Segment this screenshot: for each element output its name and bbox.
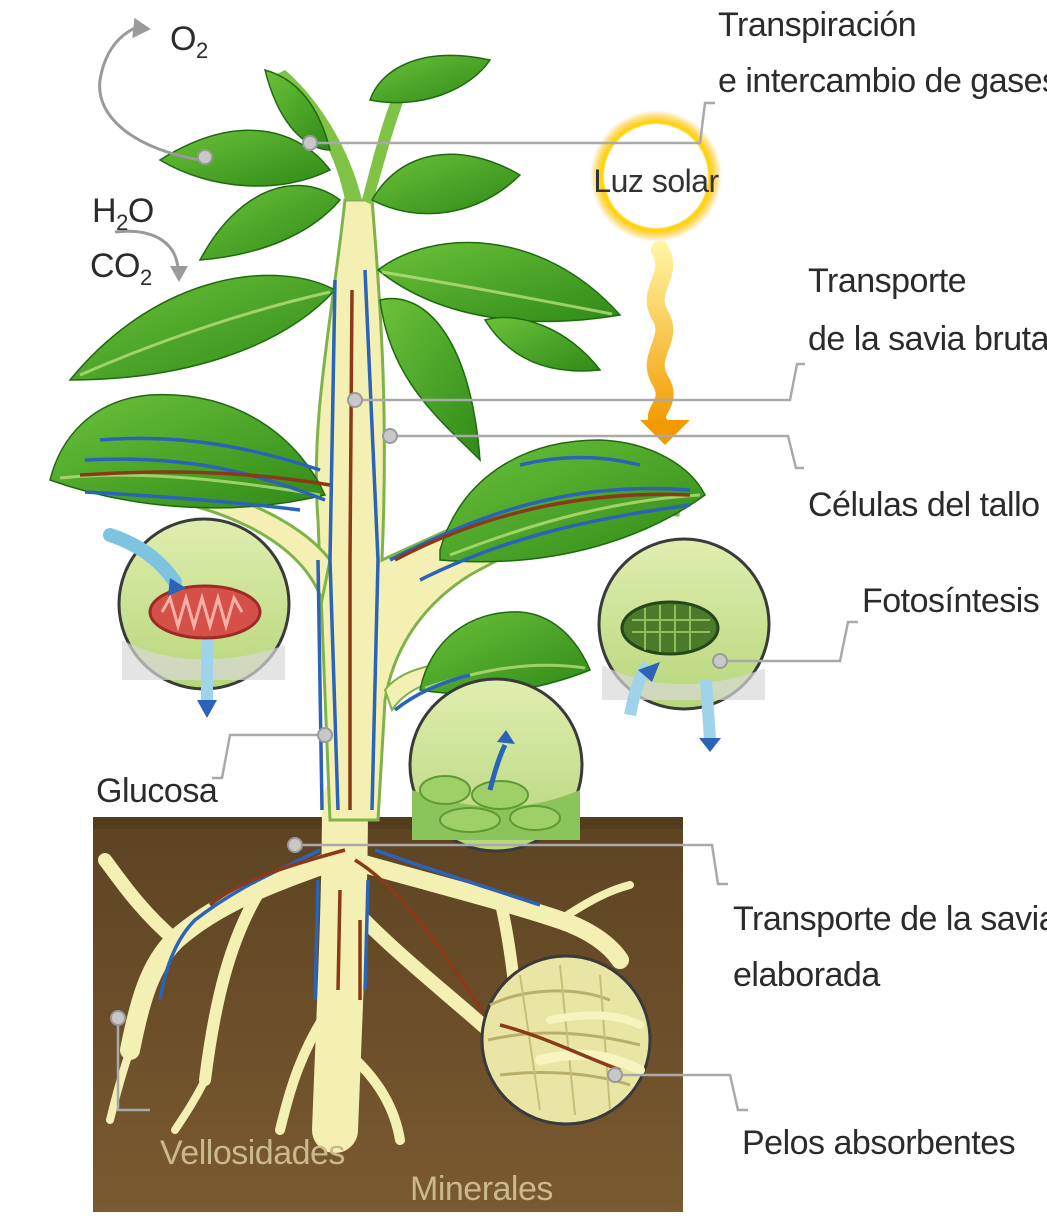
label-fotosintesis: Fotosíntesis bbox=[862, 582, 1039, 620]
leaves bbox=[49, 54, 706, 695]
zoom-stomata bbox=[408, 677, 584, 853]
gas-exchange-arrows bbox=[98, 17, 201, 282]
label-co2: CO2 bbox=[90, 247, 152, 290]
label-transpiracion-line2: e intercambio de gases bbox=[718, 62, 1047, 100]
label-minerales: Minerales bbox=[410, 1170, 553, 1208]
label-celulas-tallo: Células del tallo bbox=[808, 486, 1040, 524]
label-glucosa: Glucosa bbox=[96, 772, 218, 810]
zoom-chloroplast bbox=[597, 537, 771, 752]
label-transpiracion-line1: Transpiración bbox=[718, 6, 916, 44]
label-savia-bruta-line2: de la savia bruta bbox=[808, 320, 1047, 358]
label-luz-solar: Luz solar bbox=[593, 163, 719, 199]
light-beam bbox=[640, 241, 690, 445]
leader-lines bbox=[116, 101, 858, 1112]
leader-dots bbox=[110, 135, 728, 1083]
label-h2o: H2O bbox=[92, 192, 154, 235]
label-o2: O2 bbox=[170, 20, 208, 63]
label-vellosidades: Vellosidades bbox=[160, 1134, 345, 1172]
label-pelos-absorbentes: Pelos absorbentes bbox=[742, 1124, 1015, 1162]
label-savia-bruta-line1: Transporte bbox=[808, 262, 966, 300]
zoom-mitochondria bbox=[103, 517, 291, 718]
label-savia-elaborada-line2: elaborada bbox=[733, 956, 880, 994]
label-savia-elaborada-line1: Transporte de la savia bbox=[733, 900, 1047, 938]
sap-flow-lines bbox=[79, 269, 691, 1052]
zoom-root-hairs bbox=[480, 954, 652, 1126]
